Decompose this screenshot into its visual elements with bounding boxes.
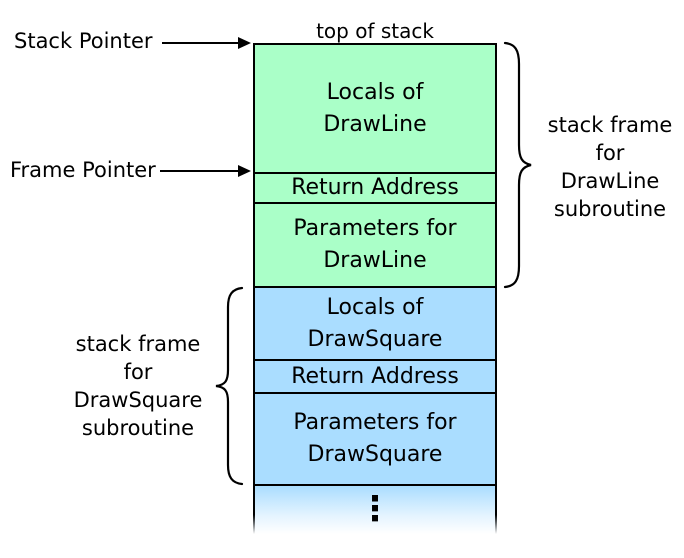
section-return-address-drawsquare: Return Address	[255, 359, 495, 392]
section-text-line: DrawLine	[323, 111, 427, 137]
fade-left-border	[253, 486, 255, 534]
top-of-stack-label: top of stack	[316, 19, 434, 43]
section-text-line: Return Address	[291, 175, 459, 200]
brace-label-line: subroutine	[553, 197, 667, 221]
drawline-frame-brace-icon	[502, 41, 534, 289]
section-locals-drawline: Locals of DrawLine	[255, 45, 495, 172]
brace-label-line: for	[123, 360, 153, 384]
section-text-line: Return Address	[291, 363, 459, 389]
frame-pointer-arrow-line	[160, 170, 239, 172]
stack-pointer-arrowhead-icon	[238, 37, 251, 49]
brace-label-line: stack frame	[75, 332, 201, 356]
section-text-line: Parameters for	[293, 410, 457, 435]
drawsquare-frame-brace-icon	[213, 286, 245, 486]
drawsquare-frame-label: stack frame for DrawSquare subroutine	[68, 330, 208, 442]
section-locals-drawsquare: Locals of DrawSquare	[255, 286, 495, 359]
section-text-line: DrawSquare	[307, 326, 443, 352]
stack-continuation-fade	[253, 486, 497, 534]
stack-continues-ellipsis: ⋮	[358, 489, 392, 529]
section-text-line: DrawLine	[323, 248, 427, 273]
brace-label-line: for	[595, 141, 625, 165]
stack-box: Locals of DrawLine Return Address Parame…	[253, 43, 497, 486]
drawline-frame-label: stack frame for DrawLine subroutine	[540, 111, 680, 223]
brace-label-line: DrawSquare	[73, 388, 203, 412]
section-text-line: Parameters for	[293, 216, 457, 241]
section-text-line: Locals of	[326, 79, 424, 105]
stack-pointer-label: Stack Pointer	[14, 29, 153, 53]
brace-label-line: subroutine	[81, 416, 195, 440]
frame-pointer-arrowhead-icon	[238, 165, 251, 177]
stack-pointer-arrow-line	[162, 42, 239, 44]
section-text-line: DrawSquare	[307, 442, 443, 467]
section-parameters-drawline: Parameters for DrawLine	[255, 202, 495, 286]
brace-label-line: stack frame	[547, 113, 673, 137]
frame-pointer-label: Frame Pointer	[10, 158, 156, 182]
section-return-address-drawline: Return Address	[255, 172, 495, 202]
section-parameters-drawsquare: Parameters for DrawSquare	[255, 392, 495, 484]
brace-label-line: DrawLine	[560, 169, 660, 193]
section-text-line: Locals of	[326, 294, 424, 320]
fade-right-border	[495, 486, 497, 534]
